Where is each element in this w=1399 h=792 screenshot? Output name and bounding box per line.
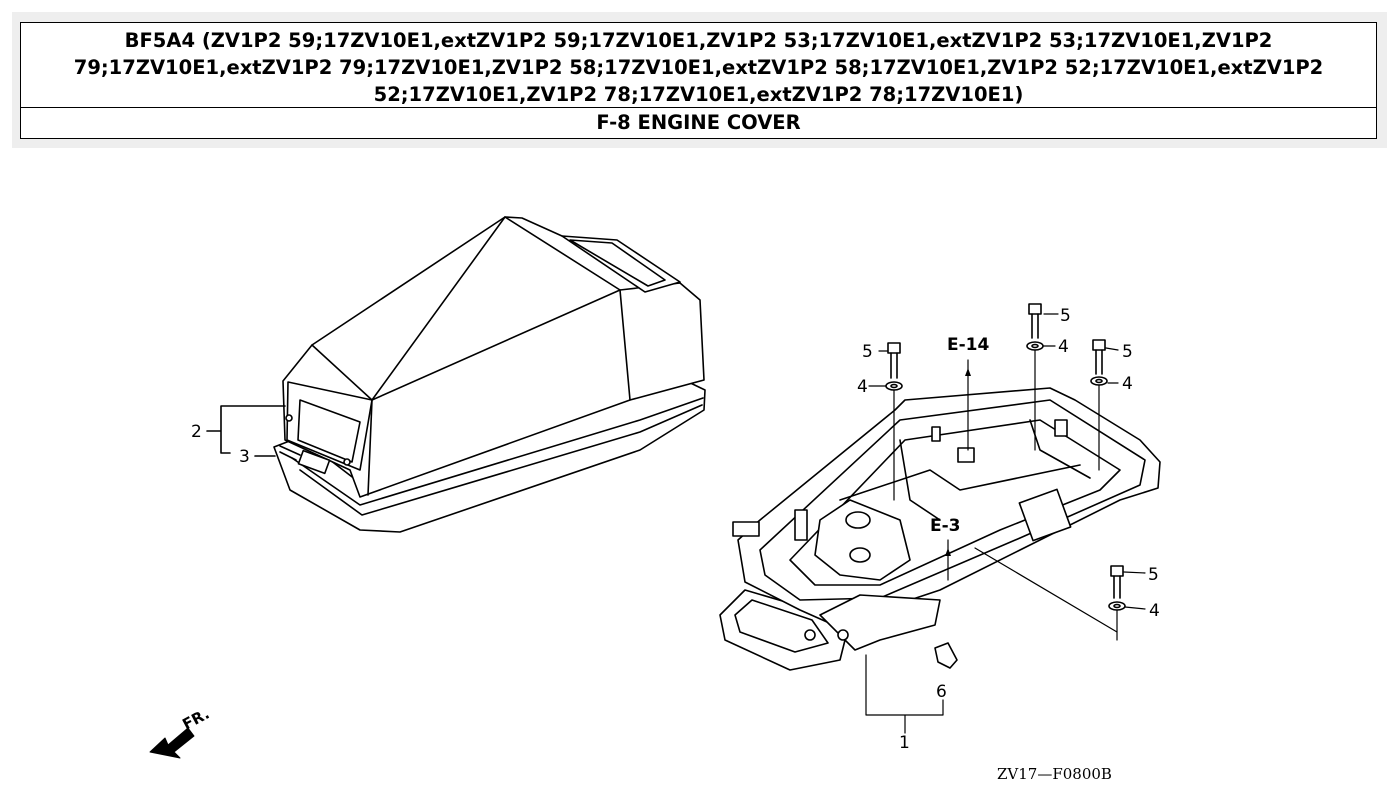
header-panel: BF5A4 (ZV1P2 59;17ZV10E1,extZV1P2 59;17Z… — [12, 12, 1387, 148]
under-case-rim — [737, 387, 1161, 631]
callout-3: 3 — [239, 447, 250, 467]
ref-e14[interactable]: E-14 — [947, 335, 989, 355]
callout-4-left: 4 — [857, 377, 868, 397]
callout-4-right: 4 — [1122, 374, 1133, 394]
section-title-box: F-8 ENGINE COVER — [20, 107, 1377, 139]
engine-cover-drawing — [273, 216, 706, 533]
front-label: FR. — [179, 705, 212, 734]
model-applicability-text: BF5A4 (ZV1P2 59;17ZV10E1,extZV1P2 59;17Z… — [73, 29, 1324, 106]
under-case-drawing — [719, 387, 1161, 671]
cover-seal — [273, 377, 706, 533]
front-arrow-icon — [149, 727, 195, 759]
model-applicability-box: BF5A4 (ZV1P2 59;17ZV10E1,extZV1P2 59;17Z… — [20, 22, 1377, 111]
callout-5-lower: 5 — [1148, 565, 1159, 585]
callout-5-right: 5 — [1122, 342, 1133, 362]
cover-leaders — [206, 405, 286, 457]
section-title: F-8 ENGINE COVER — [596, 111, 801, 134]
fasteners — [885, 303, 1126, 611]
callout-1: 1 — [899, 733, 910, 753]
parts-diagram: 2 3 5 4 5 4 5 4 5 4 6 1 E-14 E-3 FR. ZV1… — [149, 216, 1161, 783]
ref-e3[interactable]: E-3 — [930, 516, 961, 536]
part-6-seal — [934, 642, 958, 669]
drawing-code: ZV17—F0800B — [997, 765, 1112, 783]
callout-5-left: 5 — [862, 342, 873, 362]
callout-4-lower: 4 — [1149, 601, 1160, 621]
diagram-leaders — [865, 313, 1146, 734]
callout-6: 6 — [936, 682, 947, 702]
callout-2: 2 — [191, 422, 202, 442]
callout-5-top: 5 — [1060, 306, 1071, 326]
callout-4-top: 4 — [1058, 337, 1069, 357]
